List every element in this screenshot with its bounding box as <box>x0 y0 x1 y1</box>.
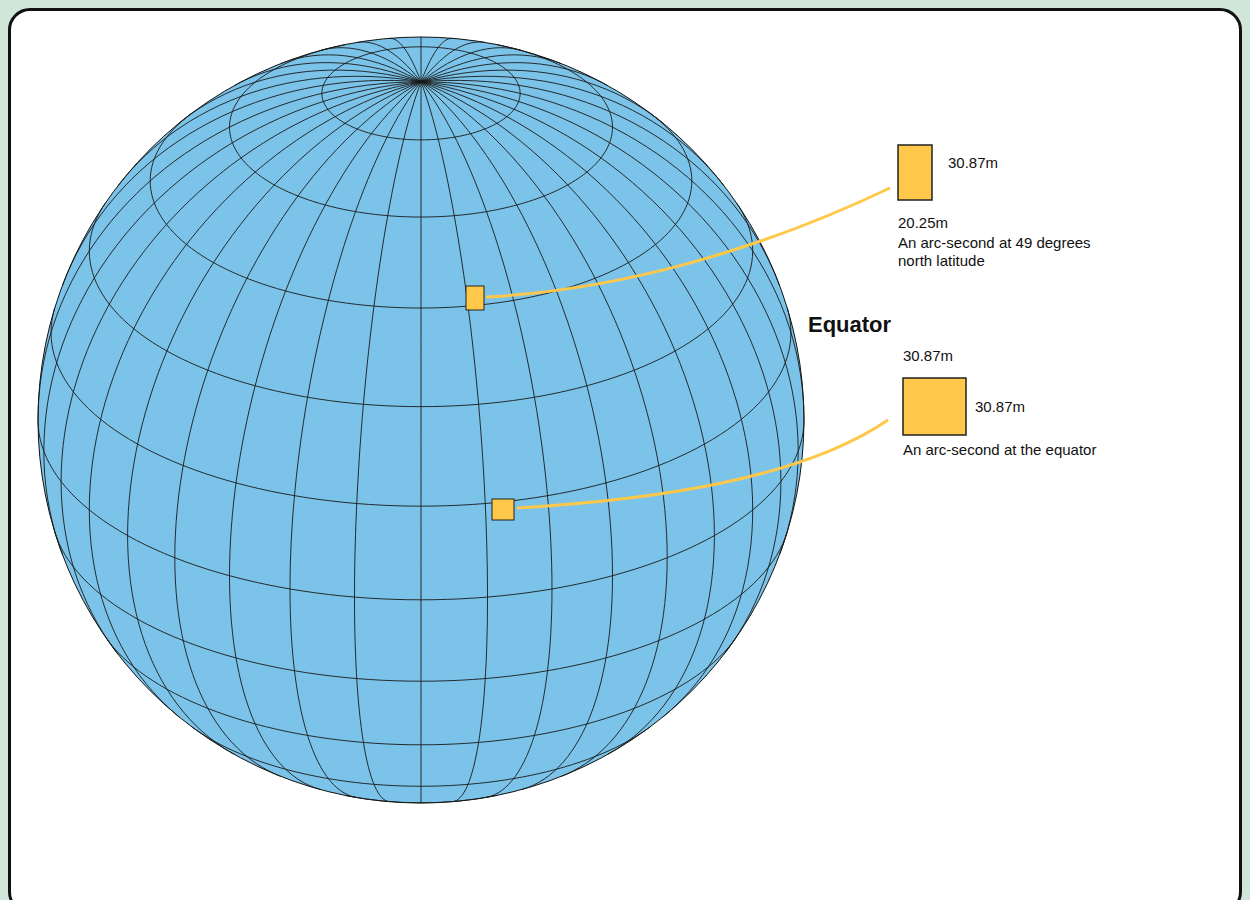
graticule-line <box>38 420 804 600</box>
graticule-line <box>230 44 613 217</box>
graticule-line <box>354 82 421 802</box>
arc-second-cell-north <box>466 286 484 310</box>
graticule-line <box>421 63 608 86</box>
equator-label: Equator <box>808 312 891 338</box>
graticule-line <box>421 42 486 82</box>
graticule-line <box>89 82 421 717</box>
graticule-line <box>421 82 781 655</box>
globe-disc <box>38 37 804 803</box>
graticule-line <box>421 82 613 790</box>
graticule-line <box>179 70 421 123</box>
graticule-line <box>421 38 453 82</box>
graticule-line <box>192 727 651 787</box>
graticule-line <box>150 113 692 308</box>
graticule-line <box>128 82 421 754</box>
graticule-line <box>421 82 667 777</box>
graticule-line <box>44 82 421 555</box>
dimension-label: 30.87m <box>948 154 998 172</box>
caption-note: An arc-second at the equator <box>903 441 1096 459</box>
graticule-line <box>62 80 421 285</box>
graticule-line <box>55 532 787 681</box>
graticule-line <box>290 82 421 798</box>
graticule-line <box>421 82 552 798</box>
graticule-line <box>105 637 736 745</box>
graticule-line <box>421 82 798 555</box>
graticule-line <box>421 37 422 82</box>
graticule-line <box>421 82 422 803</box>
graticule-line <box>346 796 495 803</box>
arc-second-cell-enlarged <box>903 378 966 435</box>
graticule-line <box>230 82 422 790</box>
leader-line <box>486 188 890 297</box>
arc-second-cell-equator <box>492 499 514 520</box>
graticule-line <box>322 47 520 140</box>
leader-line <box>517 420 888 508</box>
graticule-line <box>421 82 714 754</box>
graticule-line <box>89 203 752 407</box>
graticule-line <box>421 82 753 717</box>
graticule-line <box>175 82 421 777</box>
caption-note: An arc-second at 49 degrees north latitu… <box>898 234 1113 270</box>
graticule-line <box>234 63 421 86</box>
globe <box>38 37 804 803</box>
dimension-label: 30.87m <box>903 347 953 365</box>
graticule-line <box>421 80 780 285</box>
graticule-line <box>421 82 488 802</box>
dimension-label: 20.25m <box>898 214 948 232</box>
graticule-line <box>281 55 421 82</box>
graticule-line <box>421 70 663 123</box>
arc-second-cell-enlarged <box>898 145 932 200</box>
graticule-line <box>356 42 421 82</box>
graticule-line <box>421 76 724 185</box>
dimension-label: 30.87m <box>975 398 1025 416</box>
